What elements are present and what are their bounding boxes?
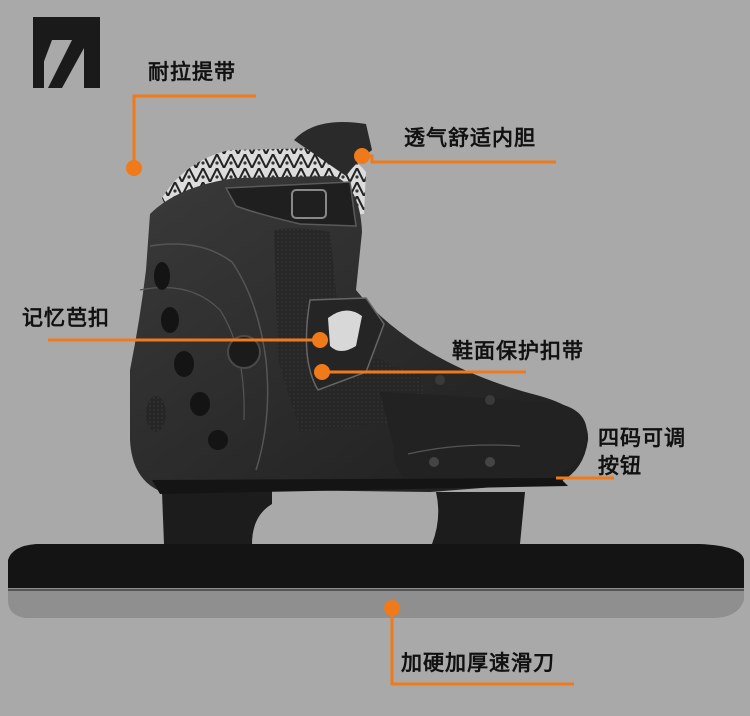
dot-memory — [312, 332, 328, 348]
dot-strap — [126, 160, 142, 176]
label-shoe-strap: 鞋面保护扣带 — [452, 339, 584, 363]
leader-blade — [390, 608, 574, 686]
skate-boot — [130, 122, 589, 494]
label-size-adjust: 四码可调 按钮 — [598, 424, 718, 480]
leader-strap — [132, 94, 256, 168]
label-size-adjust-line2: 按钮 — [598, 454, 642, 478]
label-strap: 耐拉提带 — [148, 60, 236, 84]
label-liner: 透气舒适内胆 — [404, 126, 536, 150]
blade-mount — [162, 488, 525, 544]
label-size-adjust-line1: 四码可调 — [598, 426, 686, 450]
brand-logo-icon — [33, 17, 100, 88]
dot-liner — [354, 148, 370, 164]
dot-blade — [384, 600, 400, 616]
leader-liner — [362, 154, 556, 164]
dot-shoe — [314, 364, 330, 380]
speed-blade — [8, 544, 744, 618]
label-memory-buckle: 记忆芭扣 — [22, 306, 110, 330]
label-blade: 加硬加厚速滑刀 — [401, 651, 555, 675]
annotation-dots — [126, 148, 400, 616]
